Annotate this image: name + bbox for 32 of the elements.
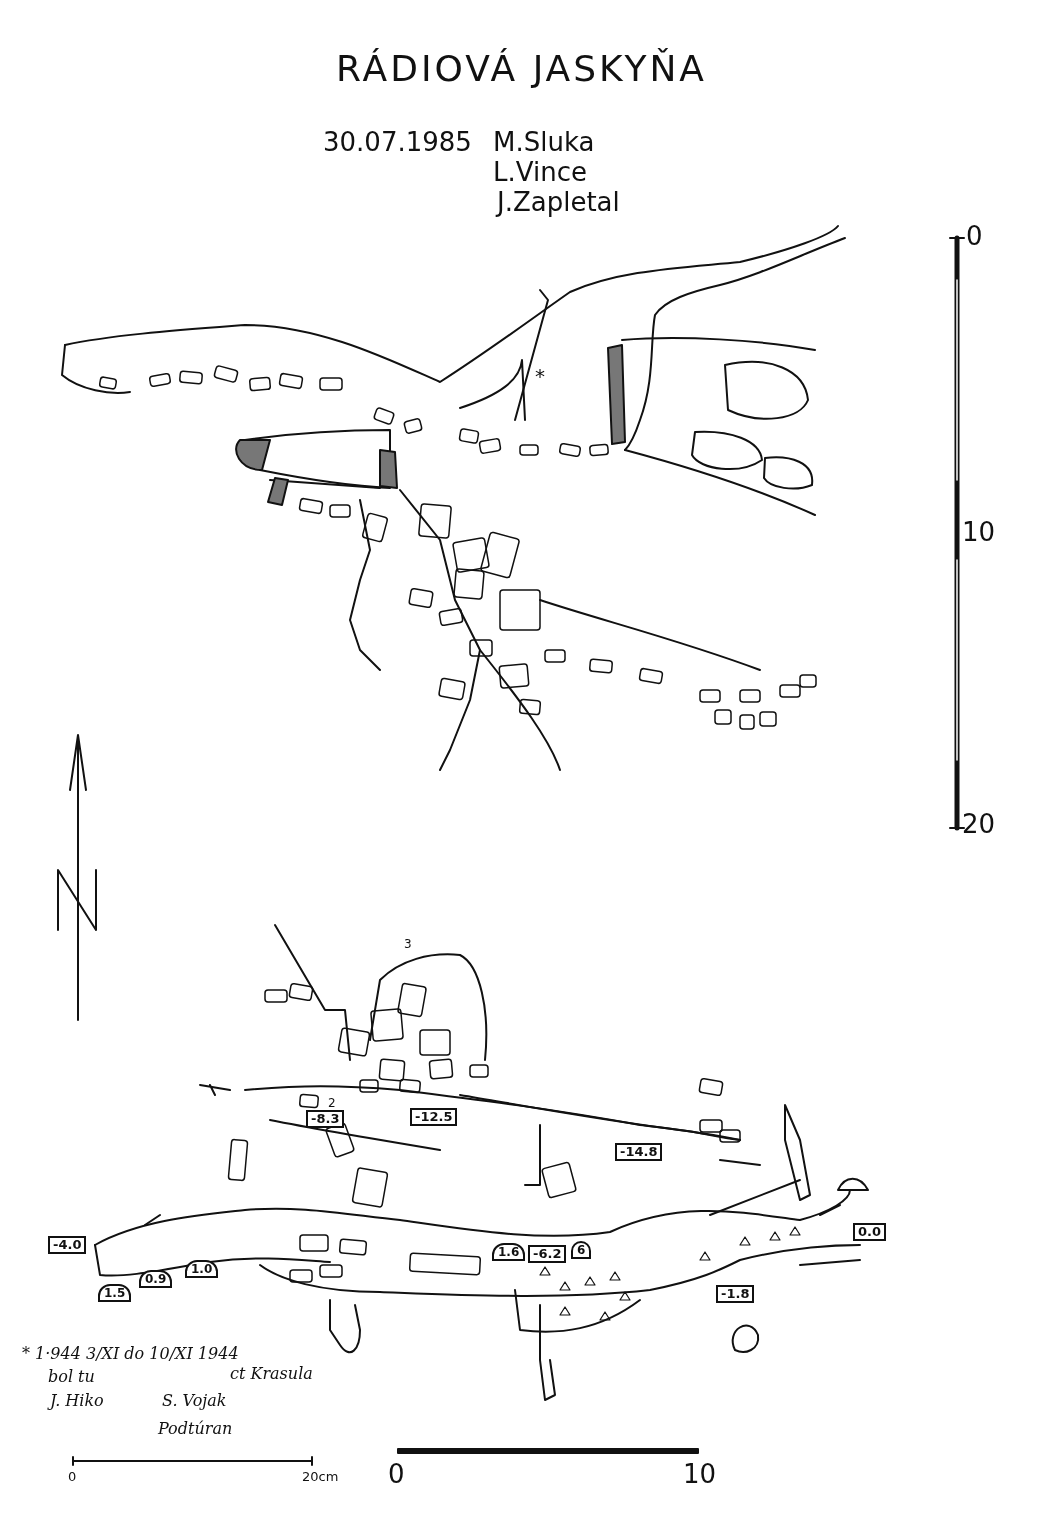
inscription-text: S. Vojak — [162, 1392, 227, 1410]
height-label: 0.9 — [139, 1270, 173, 1289]
scale-number: 0 — [388, 1460, 405, 1489]
scale-number: 20cm — [302, 1470, 339, 1485]
inscription-text: ct Krasula — [230, 1365, 313, 1383]
depth-label: -12.5 — [410, 1108, 458, 1127]
depth-label: 0.0 — [853, 1223, 887, 1242]
height-label: 1.0 — [185, 1260, 219, 1279]
surveyor-name: L.Vince — [493, 158, 587, 187]
scale-number: 20 — [962, 810, 996, 839]
map-title: RÁDIOVÁ JASKYŇA — [335, 48, 708, 89]
depth-label: -6.2 — [528, 1245, 567, 1264]
surveyor-name: J.Zapletal — [497, 188, 620, 217]
scale-number: 10 — [962, 518, 996, 547]
inscription-text: * 1·944 3/XI do 10/XI 1944 — [22, 1345, 239, 1363]
surveyor-name: M.Sluka — [493, 128, 595, 157]
callout-number: 2 — [328, 1097, 336, 1111]
scale-number: 0 — [68, 1470, 77, 1485]
date-text: 30.07.1985 — [323, 128, 472, 157]
inscription-text: Podtúran — [158, 1420, 233, 1438]
callout-number: 3 — [404, 938, 412, 952]
depth-label: -4.0 — [48, 1236, 87, 1255]
scale-number: 0 — [966, 222, 983, 251]
marker-symbol: * — [535, 365, 545, 387]
depth-label: -8.3 — [306, 1110, 345, 1129]
depth-label: -14.8 — [615, 1143, 663, 1162]
scale-number: 10 — [683, 1460, 717, 1489]
depth-label: -1.8 — [716, 1285, 755, 1304]
height-label: 6 — [571, 1241, 592, 1260]
inscription-text: bol tu — [48, 1368, 95, 1386]
height-label: 1.5 — [98, 1284, 132, 1303]
height-label: 1.6 — [492, 1243, 526, 1262]
